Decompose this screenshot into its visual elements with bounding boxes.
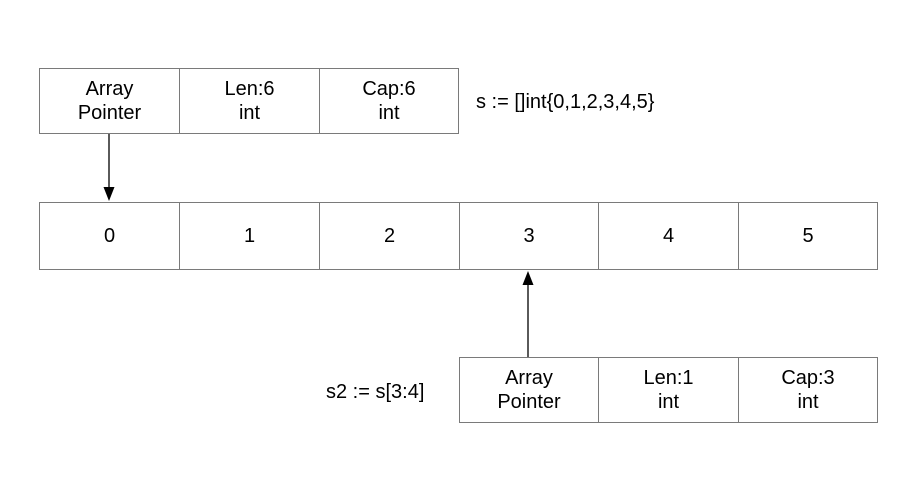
- array-cell-1-value: 1: [243, 225, 256, 247]
- slice-s2-len-cell: Len:1 int: [598, 357, 739, 423]
- slice-s-len-line1: Len:6: [224, 78, 275, 100]
- array-cell-1: 1: [179, 202, 320, 270]
- slice-s2-array-pointer-cell: Array Pointer: [459, 357, 599, 423]
- slice-s-declaration: s := []int{0,1,2,3,4,5}: [476, 91, 655, 113]
- array-cell-4-value: 4: [662, 225, 675, 247]
- array-cell-0-value: 0: [103, 225, 116, 247]
- array-cell-3: 3: [459, 202, 599, 270]
- slice-s-len-line2: int: [238, 102, 261, 124]
- slice-s2-declaration: s2 := s[3:4]: [326, 381, 425, 403]
- array-cell-2: 2: [319, 202, 460, 270]
- slice-s2-len-line1: Len:1: [643, 367, 694, 389]
- slice-s2-cap-cell: Cap:3 int: [738, 357, 878, 423]
- array-cell-2-value: 2: [383, 225, 396, 247]
- slice-s2-cap-line1: Cap:3: [781, 367, 835, 389]
- array-cell-4: 4: [598, 202, 739, 270]
- slice-s-array-pointer-line1: Array: [85, 78, 134, 100]
- slice-s2-pointer-arrow: [522, 271, 534, 357]
- array-cell-3-value: 3: [523, 225, 535, 247]
- slice-s2-len-line2: int: [657, 391, 680, 413]
- slice-s-array-pointer-line2: Pointer: [77, 102, 142, 124]
- slice-s2-cap-line2: int: [797, 391, 819, 413]
- slice-s-cap-cell: Cap:6 int: [319, 68, 459, 134]
- array-cell-0: 0: [39, 202, 180, 270]
- slice-s-pointer-arrow: [103, 134, 115, 201]
- array-cell-5: 5: [738, 202, 878, 270]
- slice-s2-array-pointer-line2: Pointer: [497, 391, 561, 413]
- slice-s2-array-pointer-line1: Array: [505, 367, 553, 389]
- array-cell-5-value: 5: [802, 225, 814, 247]
- slice-s-array-pointer-cell: Array Pointer: [39, 68, 180, 134]
- slice-s-len-cell: Len:6 int: [179, 68, 320, 134]
- slice-s-cap-line2: int: [378, 102, 400, 124]
- slice-s-cap-line1: Cap:6: [362, 78, 416, 100]
